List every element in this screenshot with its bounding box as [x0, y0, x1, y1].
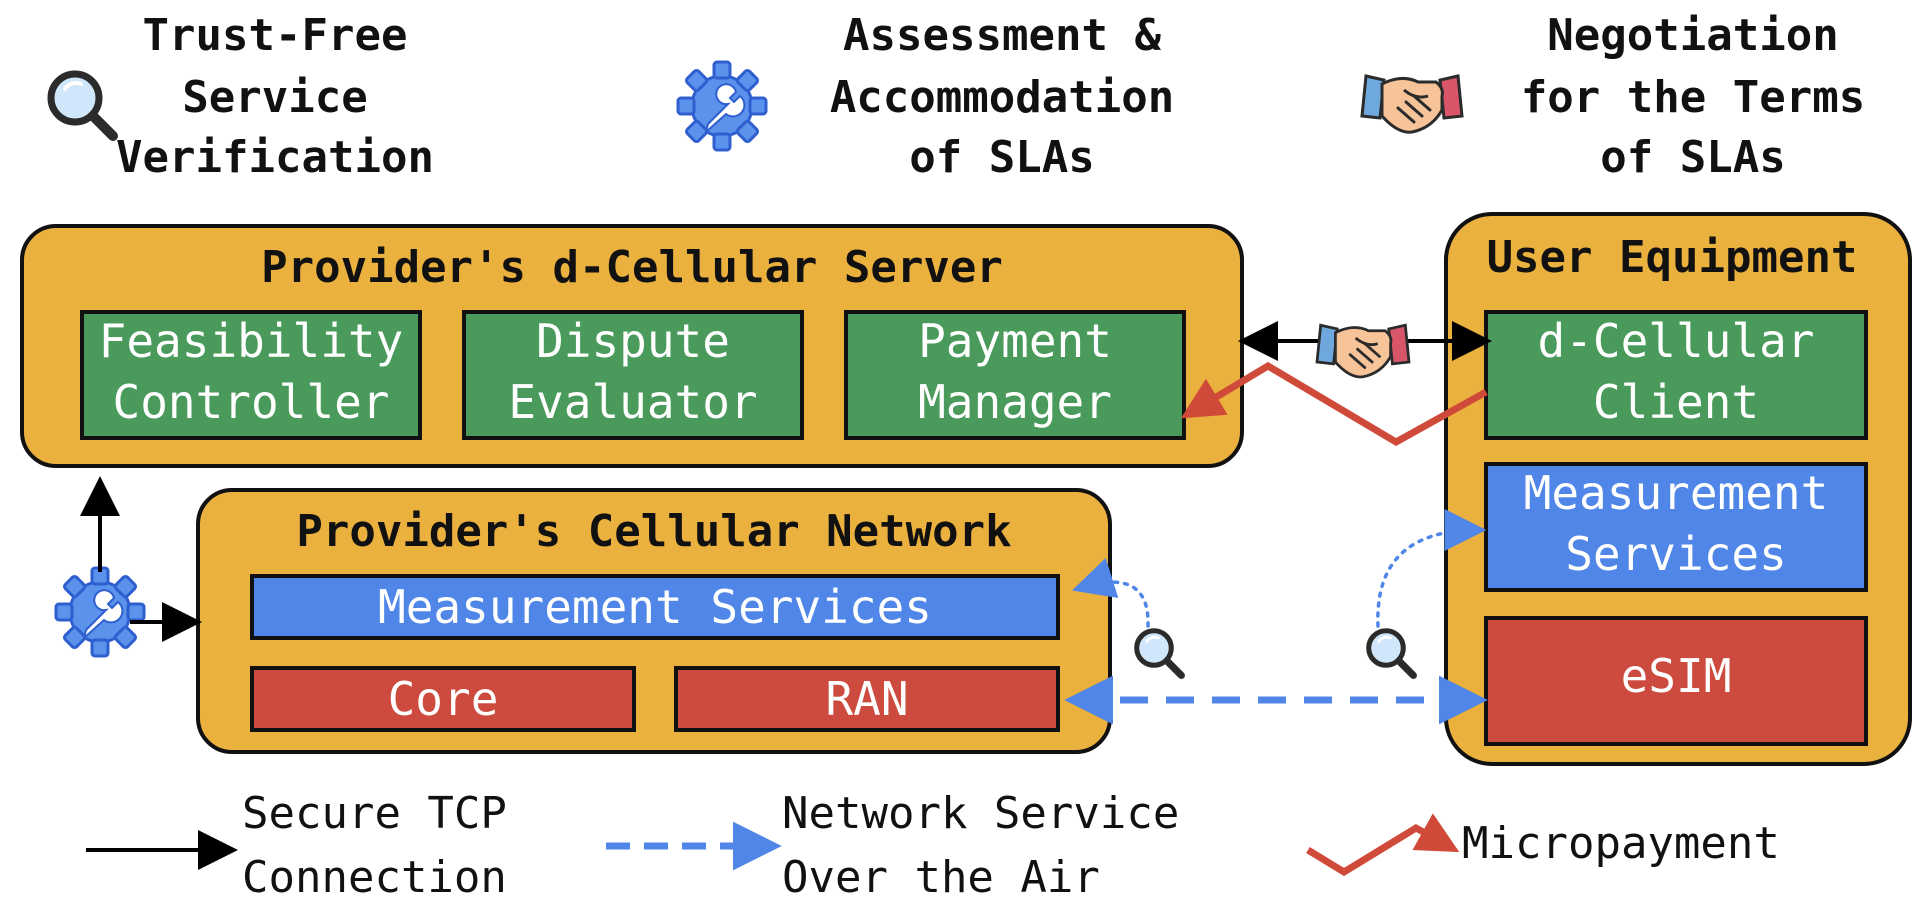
- d-cellular-client-module: [1484, 310, 1868, 440]
- ran-label: RAN: [825, 672, 908, 726]
- legend-air-line-1: Network Service: [782, 788, 1179, 839]
- network-title: Provider's Cellular Network: [296, 506, 1011, 557]
- magnifier-icon: [1137, 631, 1182, 676]
- user-equipment-title: User Equipment: [1487, 232, 1858, 283]
- payment-manager-module: [844, 310, 1186, 440]
- micropayment-path: [1180, 361, 1488, 447]
- d-cellular-client-line-2: Client: [1593, 375, 1759, 429]
- magnifier-icon: [51, 74, 113, 136]
- legend-payment-label: Micropayment: [1462, 818, 1780, 869]
- ue-measurement-line-2: Services: [1565, 527, 1787, 581]
- header-verification-line-2: Service: [182, 72, 367, 123]
- header-negotiation-line-2: for the Terms: [1521, 72, 1865, 123]
- ue-measurement-services: [1484, 462, 1868, 592]
- payment-manager-line-1: Payment: [918, 314, 1112, 368]
- dispute-evaluator-module: [462, 310, 804, 440]
- legend-payment-path: [1306, 813, 1460, 877]
- ran-module: [674, 666, 1060, 732]
- magnifier-icon: [1369, 631, 1414, 676]
- feasibility-controller-module: [80, 310, 422, 440]
- dispute-evaluator-line-1: Dispute: [536, 314, 730, 368]
- core-label: Core: [388, 672, 499, 726]
- dispute-evaluator-line-2: Evaluator: [508, 375, 757, 429]
- ue-measurement-line-1: Measurement: [1524, 466, 1829, 520]
- handshake-icon: [1315, 323, 1411, 379]
- header-assessment-line-1: Assessment &: [843, 10, 1161, 61]
- feasibility-controller-line-1: Feasibility: [99, 314, 404, 368]
- esim-label: eSIM: [1621, 649, 1732, 703]
- server-title: Provider's d-Cellular Server: [261, 242, 1003, 293]
- ue-verification-dotted-arrow: [1376, 509, 1487, 628]
- legend-tcp-line-1: Secure TCP: [242, 788, 507, 839]
- network-measurement-label: Measurement Services: [378, 580, 932, 634]
- gear-wrench-icon: [54, 566, 146, 658]
- legend-air-line-2: Over the Air: [782, 852, 1100, 903]
- gear-wrench-icon: [676, 60, 768, 152]
- header-negotiation-line-3: of SLAs: [1600, 132, 1785, 183]
- network-measurement-services: [250, 574, 1060, 640]
- header-assessment-line-3: of SLAs: [909, 132, 1094, 183]
- d-cellular-client-line-1: d-Cellular: [1538, 314, 1815, 368]
- header-assessment-line-2: Accommodation: [830, 72, 1174, 123]
- network-verification-dotted-arrow: [1071, 557, 1150, 628]
- feasibility-controller-line-2: Controller: [113, 375, 390, 429]
- header-negotiation-line-1: Negotiation: [1547, 10, 1838, 61]
- handshake-icon: [1360, 74, 1464, 134]
- core-module: [250, 666, 636, 732]
- payment-manager-line-2: Manager: [918, 375, 1112, 429]
- header-verification-line-3: Verification: [116, 132, 434, 183]
- legend-tcp-line-2: Connection: [242, 852, 507, 903]
- header-verification-line-1: Trust-Free: [143, 10, 408, 61]
